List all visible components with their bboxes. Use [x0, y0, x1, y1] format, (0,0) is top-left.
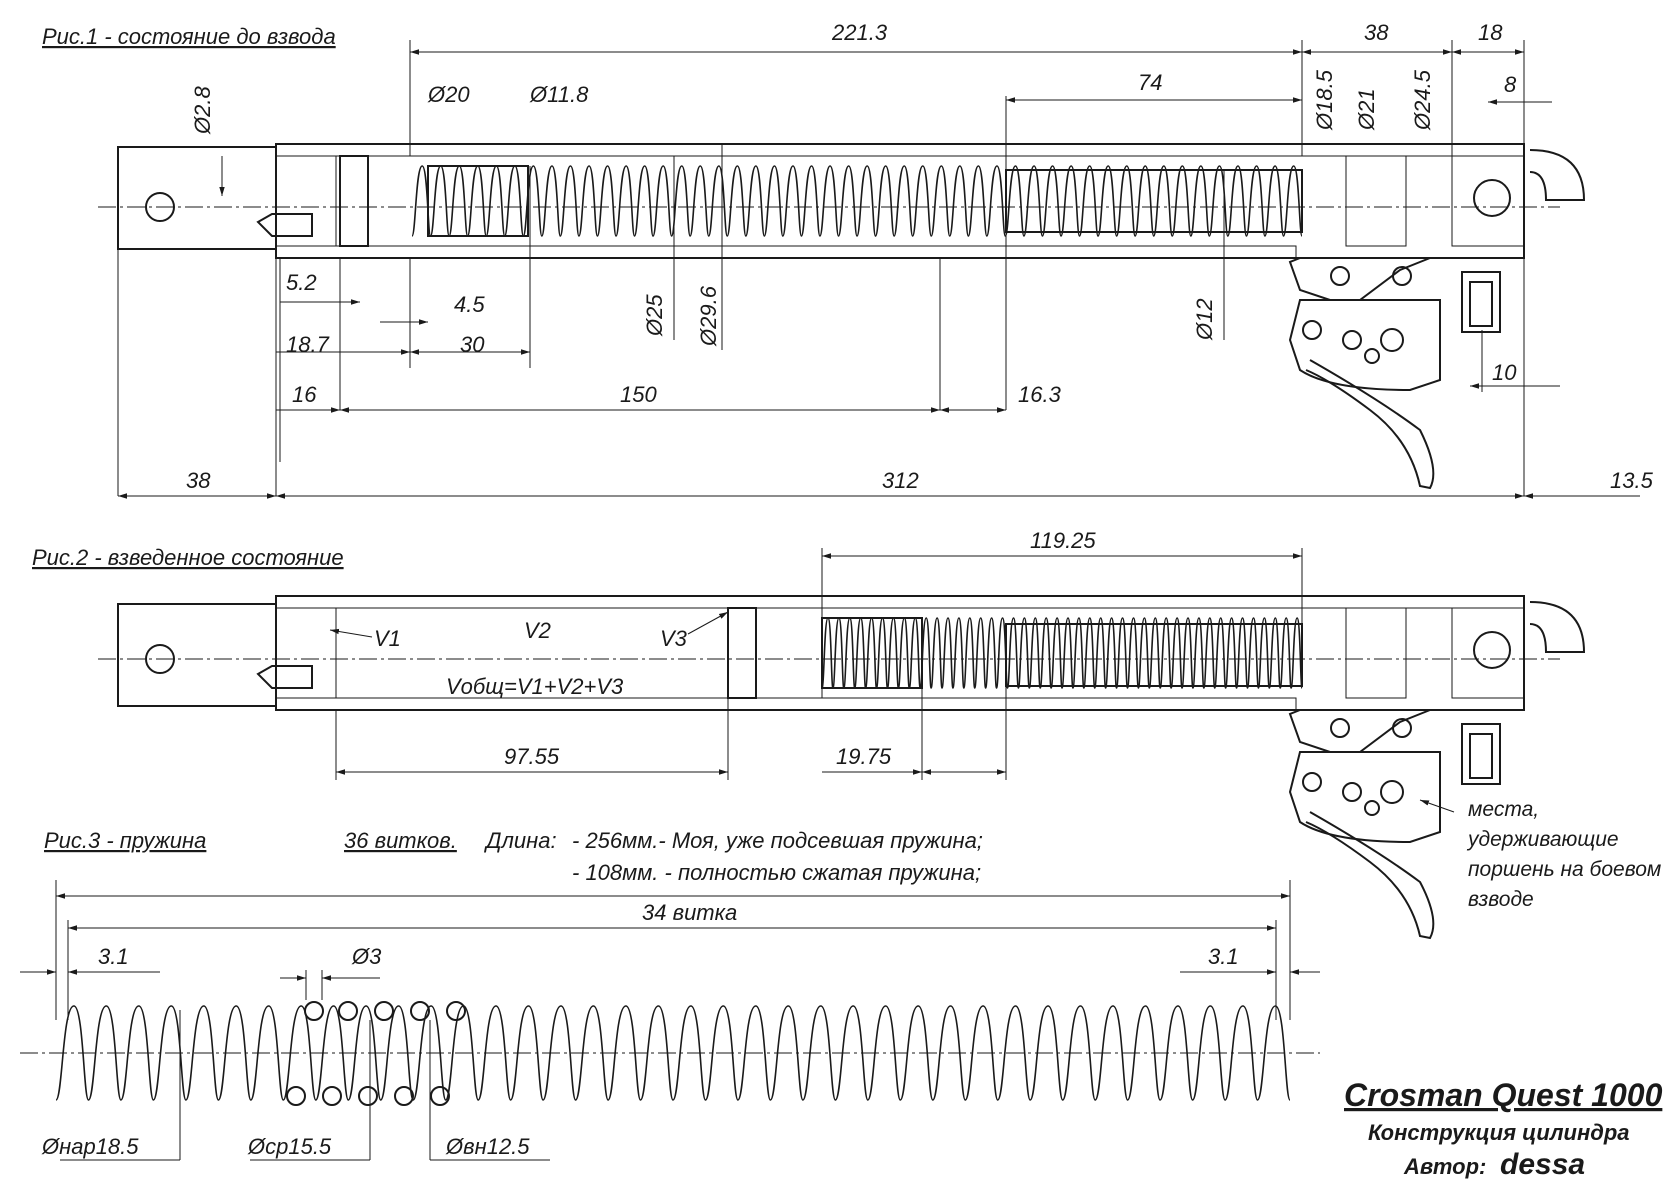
fig2-pin: [256, 665, 313, 689]
fig1-piston-insert: [427, 165, 529, 237]
fig1-dim-74: 74: [1138, 70, 1162, 95]
spring-dim-3-1-left: 3.1: [98, 944, 129, 969]
fig2-v3-label: V3: [660, 626, 688, 651]
fig3-title: Рис.3 - пружина: [44, 828, 206, 853]
fig3-dimension-lines: [20, 880, 1320, 1161]
spring-dim-3-1-right: 3.1: [1208, 944, 1239, 969]
fig1-dia-20: Ø20: [427, 82, 470, 107]
fig1-dim-5-2: 5.2: [286, 270, 317, 295]
spring-dim-34-turns: 34 витка: [642, 900, 737, 925]
fig1-dia-18-5: Ø18.5: [1312, 69, 1337, 131]
fig1-spring: [411, 165, 1303, 237]
fig1-dim-4-5: 4.5: [454, 292, 485, 317]
fig1-dim-30: 30: [460, 332, 485, 357]
fig1-dim-16: 16: [292, 382, 317, 407]
fig1-dim-150: 150: [620, 382, 657, 407]
fig2-trigger-group: [1288, 709, 1501, 940]
figure-1: Рис.1 - состояние до взвода: [42, 20, 1654, 499]
spring-length-label: Длина:: [483, 828, 557, 853]
fig2-dim-97-55: 97.55: [504, 744, 560, 769]
figure-2: Рис.2 - взведенное состояние: [32, 528, 1661, 940]
fig2-piston-head: [727, 607, 757, 699]
fig2-note-line4: взводе: [1468, 888, 1534, 911]
fig2-v1-label: V1: [374, 626, 401, 651]
title-block: Crosman Quest 1000 Конструкция цилиндра …: [1344, 1077, 1663, 1181]
fig1-rod: [117, 146, 277, 250]
fig1-dim-18-7: 18.7: [286, 332, 330, 357]
fig1-dia-11-8: Ø11.8: [529, 82, 589, 107]
author-label: Автор:: [1403, 1154, 1486, 1179]
fig1-dim-312: 312: [882, 468, 919, 493]
fig1-dim-18: 18: [1478, 20, 1503, 45]
fig1-dim-10: 10: [1492, 360, 1517, 385]
fig2-spring: [821, 617, 1303, 689]
fig1-spring-guide: [1005, 169, 1303, 233]
fig1-dia-29-6: Ø29.6: [696, 285, 721, 347]
fig1-dimension-lines: [117, 40, 1640, 499]
fig1-dia-24-5: Ø24.5: [1410, 69, 1435, 131]
fig1-dim-16-3: 16.3: [1018, 382, 1062, 407]
fig2-dim-19-75: 19.75: [836, 744, 892, 769]
spring-length-line2: - 108мм. - полностью сжатая пружина;: [572, 860, 981, 885]
spring-length-line1: - 256мм.- Моя, уже подсевшая пружина;: [572, 828, 983, 853]
fig1-dia-25: Ø25: [642, 294, 667, 337]
fig2-title: Рис.2 - взведенное состояние: [32, 545, 344, 570]
drawing-title: Crosman Quest 1000: [1344, 1077, 1663, 1113]
fig2-note-line2: удерживающие: [1466, 828, 1619, 851]
drawing-subtitle: Конструкция цилиндра: [1368, 1120, 1630, 1145]
fig1-dim-38-top: 38: [1364, 20, 1389, 45]
author-name: dessa: [1500, 1148, 1585, 1181]
fig1-dim-8: 8: [1504, 72, 1517, 97]
fig1-dia-21: Ø21: [1354, 88, 1379, 131]
fig2-note-line1: места,: [1468, 798, 1539, 821]
spring-dia-mid: Øср15.5: [247, 1134, 332, 1159]
fig1-dim-13-5: 13.5: [1610, 468, 1654, 493]
fig1-pin: [256, 213, 313, 237]
spring-dia-outer: Øнар18.5: [41, 1134, 139, 1159]
fig1-cylinder: [275, 143, 1525, 259]
fig2-v2-label: V2: [524, 618, 551, 643]
fig2-dimension-lines: [329, 548, 1455, 813]
figure-3: Рис.3 - пружина 36 витков. Длина: - 256м…: [20, 828, 1320, 1161]
fig1-dim-38-bottom: 38: [186, 468, 211, 493]
fig1-trigger-group: [1288, 257, 1501, 490]
fig2-rod: [117, 603, 277, 707]
fig2-dim-119-25: 119.25: [1030, 528, 1096, 553]
fig1-dia-2-8: Ø2.8: [190, 86, 215, 135]
fig1-title: Рис.1 - состояние до взвода: [42, 24, 336, 49]
spring-dia-inner: Øвн12.5: [445, 1134, 530, 1159]
fig1-dim-221-3: 221.3: [831, 20, 888, 45]
fig2-volume-formula: Vобщ=V1+V2+V3: [446, 674, 624, 699]
fig1-dia-12: Ø12: [1192, 298, 1217, 341]
spring-dia-3: Ø3: [351, 944, 382, 969]
fig2-note-line3: поршень на боевом: [1468, 858, 1661, 881]
spring-turns-label: 36 витков.: [344, 828, 457, 853]
fig3-wire-sections: [286, 1001, 466, 1106]
